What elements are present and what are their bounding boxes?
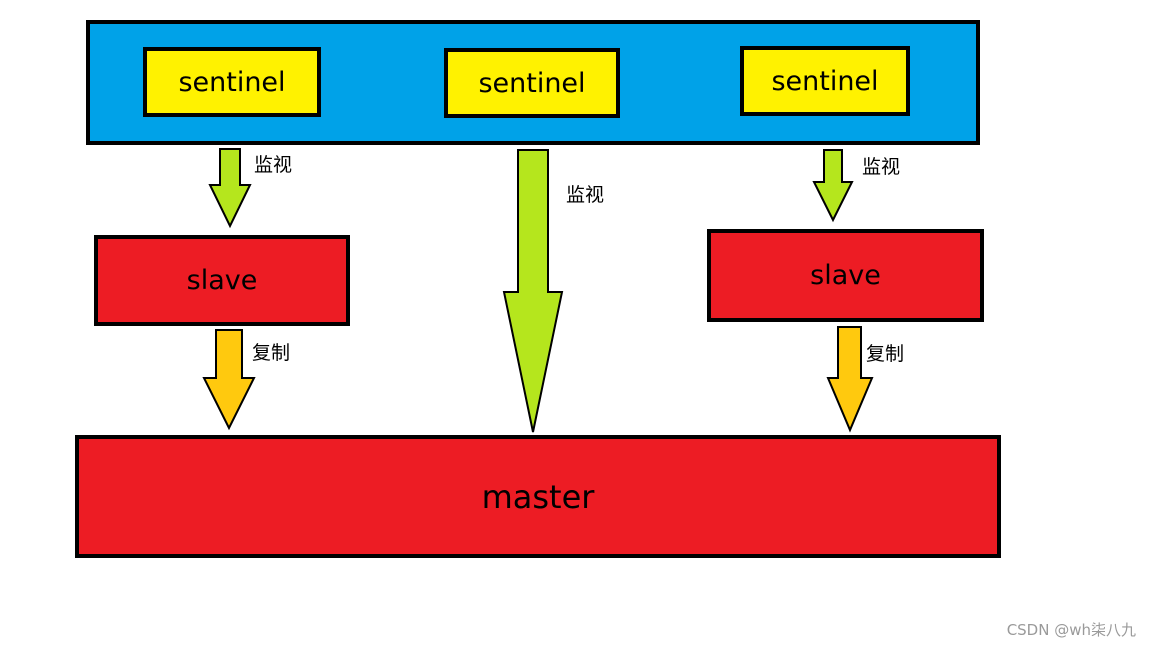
sentinel-node-label: sentinel (478, 67, 586, 99)
replicate-label-right: 复制 (866, 343, 905, 365)
monitor-arrow-left (208, 148, 252, 229)
sentinel-node-3: sentinel (740, 46, 910, 116)
monitor-arrow-center (502, 149, 564, 433)
master-node: master (75, 435, 1001, 558)
master-node-label: master (481, 477, 595, 516)
monitor-label-left: 监视 (254, 154, 293, 176)
sentinel-node-label: sentinel (771, 65, 879, 97)
replicate-label-left: 复制 (252, 342, 291, 364)
monitor-label-right: 监视 (862, 156, 901, 178)
monitor-label-center: 监视 (566, 184, 605, 206)
slave-node-label: slave (186, 265, 258, 296)
slave-node-left: slave (94, 235, 350, 326)
watermark-text: CSDN @wh柒八九 (1006, 621, 1136, 639)
replicate-arrow-right (826, 326, 874, 433)
sentinel-node-1: sentinel (143, 47, 321, 117)
monitor-arrow-right (812, 149, 854, 223)
slave-node-label: slave (810, 260, 881, 291)
replicate-arrow-left (202, 329, 256, 431)
slave-node-right: slave (707, 229, 984, 322)
sentinel-node-label: sentinel (178, 66, 286, 98)
sentinel-node-2: sentinel (444, 48, 620, 118)
